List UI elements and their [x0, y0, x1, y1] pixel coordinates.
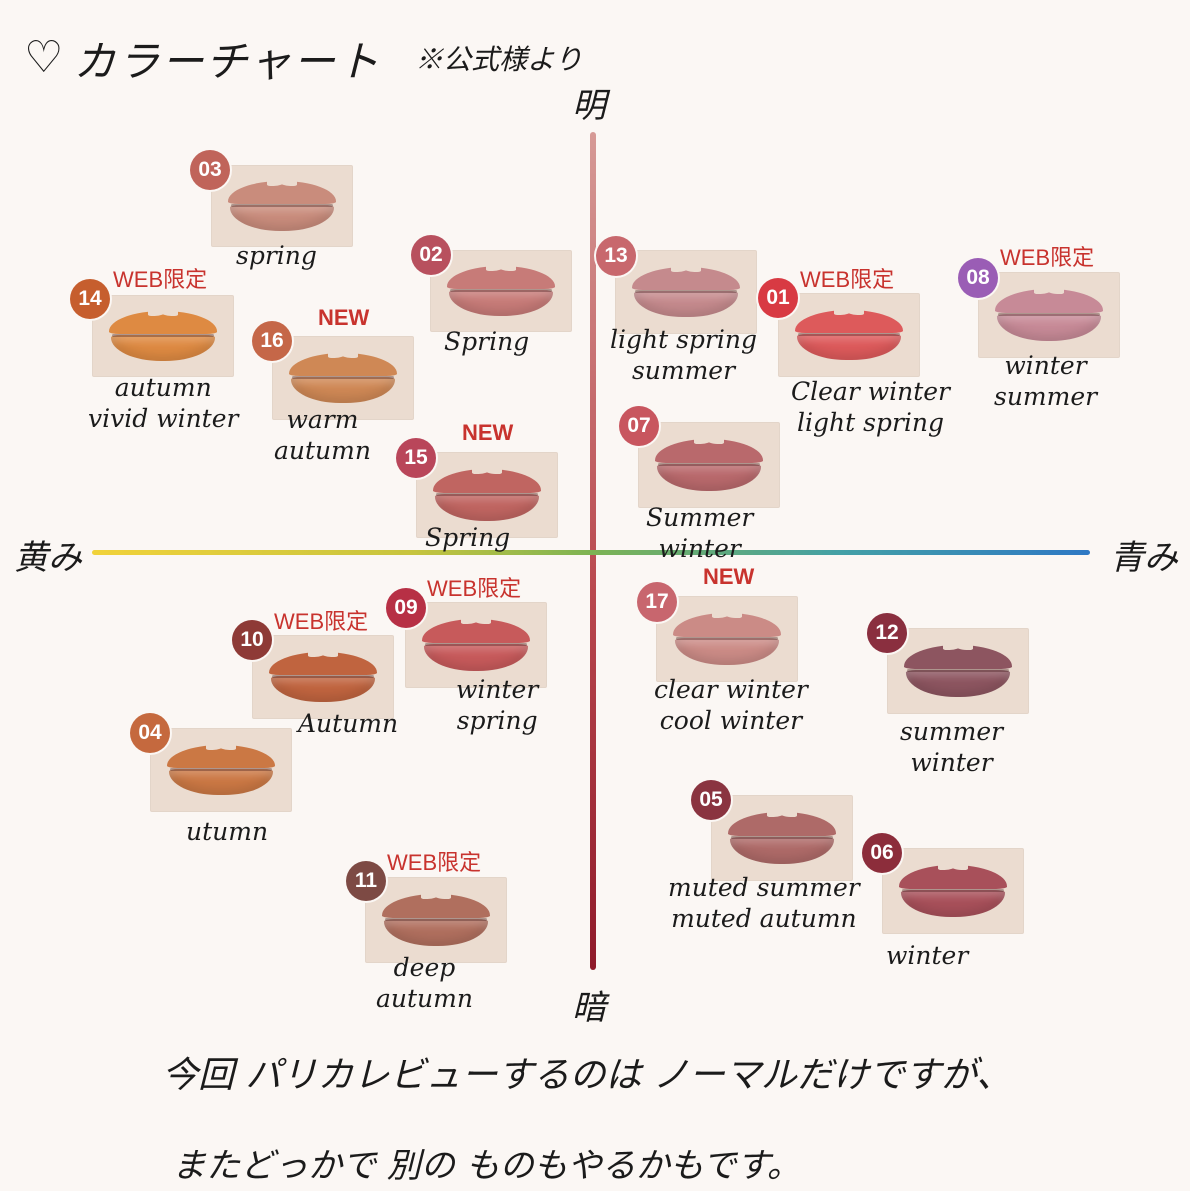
shade-number-badge: 08 [958, 258, 998, 298]
season-caption: Autumn [298, 708, 398, 739]
footer-line-2: またどっかで 別の ものもやるかもです。 [172, 1146, 801, 1186]
web-limited-tag: WEB限定 [274, 609, 369, 634]
lip-swatch-image [405, 602, 547, 688]
shade-number-badge: 11 [346, 861, 386, 901]
header: ♡ カラーチャート ※公式様より [24, 28, 583, 88]
season-caption-line: deep [393, 953, 456, 982]
new-tag: NEW [703, 564, 755, 589]
shade-number-badge: 06 [862, 833, 902, 873]
lip-swatch-image [615, 250, 757, 334]
lip-swatch-image [365, 877, 507, 963]
lip-swatch-image [252, 635, 394, 719]
lip-swatch-image [150, 728, 292, 812]
lip-swatch-image [416, 452, 558, 538]
season-caption-line: Spring [444, 327, 530, 356]
lip-swatch-image [778, 293, 920, 377]
season-caption: winter [886, 940, 968, 971]
axis-label-blue: 青み [1110, 538, 1178, 578]
shade-number-badge: 07 [619, 406, 659, 446]
season-caption-line: light spring [610, 325, 757, 354]
web-limited-tag: WEB限定 [1000, 245, 1095, 270]
axis-label-yellow: 黄み [14, 538, 82, 578]
shade-number-badge: 17 [637, 582, 677, 622]
source-note: ※公式様より [415, 43, 583, 76]
season-caption-line: autumn [114, 373, 212, 402]
season-caption-line: autumn [376, 984, 473, 1013]
season-caption-line: spring [236, 241, 317, 270]
season-caption-line: Spring [425, 523, 511, 552]
shade-number-badge: 01 [758, 278, 798, 318]
season-caption-line: winter [658, 534, 741, 563]
season-caption-line: utumn [186, 817, 269, 846]
axis-label-dark: 暗 [572, 988, 606, 1028]
lip-swatch-image [272, 336, 414, 420]
lip-swatch-image [430, 250, 572, 332]
season-caption-line: muted autumn [671, 904, 857, 933]
shade-number-badge: 03 [190, 150, 230, 190]
web-limited-tag: WEB限定 [387, 850, 482, 875]
shade-number-badge: 16 [252, 321, 292, 361]
season-caption-line: winter [886, 941, 969, 970]
season-caption-line: spring [456, 706, 538, 735]
shade-number-badge: 05 [691, 780, 731, 820]
lip-swatch-image [887, 628, 1029, 714]
shade-number-badge: 04 [130, 713, 170, 753]
season-caption-line: winter [910, 748, 993, 777]
new-tag: NEW [318, 305, 370, 330]
hue-axis [92, 550, 1090, 555]
season-caption-line: light spring [797, 408, 944, 437]
new-tag: NEW [462, 420, 514, 445]
shade-number-badge: 12 [867, 613, 907, 653]
page-title: カラーチャート [73, 36, 382, 86]
lip-swatch-image [656, 596, 798, 682]
shade-number-badge: 10 [232, 620, 272, 660]
lip-swatch-image [882, 848, 1024, 934]
season-caption-line: summer [900, 717, 1004, 746]
season-caption-line: autumn [274, 436, 371, 465]
season-caption-line: summer [994, 382, 1098, 411]
season-caption-line: Summer [646, 503, 754, 532]
season-caption-line: warm [286, 405, 359, 434]
shade-number-badge: 02 [411, 235, 451, 275]
season-caption-line: Autumn [298, 709, 399, 738]
shade-number-badge: 09 [386, 588, 426, 628]
lip-swatch-image [978, 272, 1120, 358]
web-limited-tag: WEB限定 [800, 267, 895, 292]
web-limited-tag: WEB限定 [427, 576, 522, 601]
season-caption-line: cool winter [659, 706, 803, 735]
season-caption-line: muted summer [668, 873, 860, 902]
season-caption-line: vivid winter [88, 404, 239, 433]
axis-label-bright: 明 [572, 86, 606, 126]
footer-line-1: 今回 パリカレビューするのは ノーマルだけですが、 [162, 1055, 1013, 1096]
season-caption-line: winter [1004, 351, 1087, 380]
season-caption: spring [236, 240, 317, 271]
web-limited-tag: WEB限定 [113, 267, 208, 292]
shade-number-badge: 14 [70, 279, 110, 319]
lip-swatch-image [711, 795, 853, 881]
heart-outline-icon: ♡ [24, 32, 64, 83]
season-caption: Spring [444, 326, 529, 357]
season-caption-line: winter [456, 675, 539, 704]
lip-swatch-image [638, 422, 780, 508]
season-caption-line: Clear winter [791, 377, 951, 406]
lip-swatch-image [211, 165, 353, 247]
shade-number-badge: 15 [396, 438, 436, 478]
season-caption-line: summer [631, 356, 736, 385]
season-caption: Spring [425, 522, 510, 553]
lip-swatch-image [92, 295, 234, 377]
season-caption: utumn [186, 816, 268, 847]
season-caption-line: clear winter [654, 675, 808, 704]
shade-number-badge: 13 [596, 236, 636, 276]
